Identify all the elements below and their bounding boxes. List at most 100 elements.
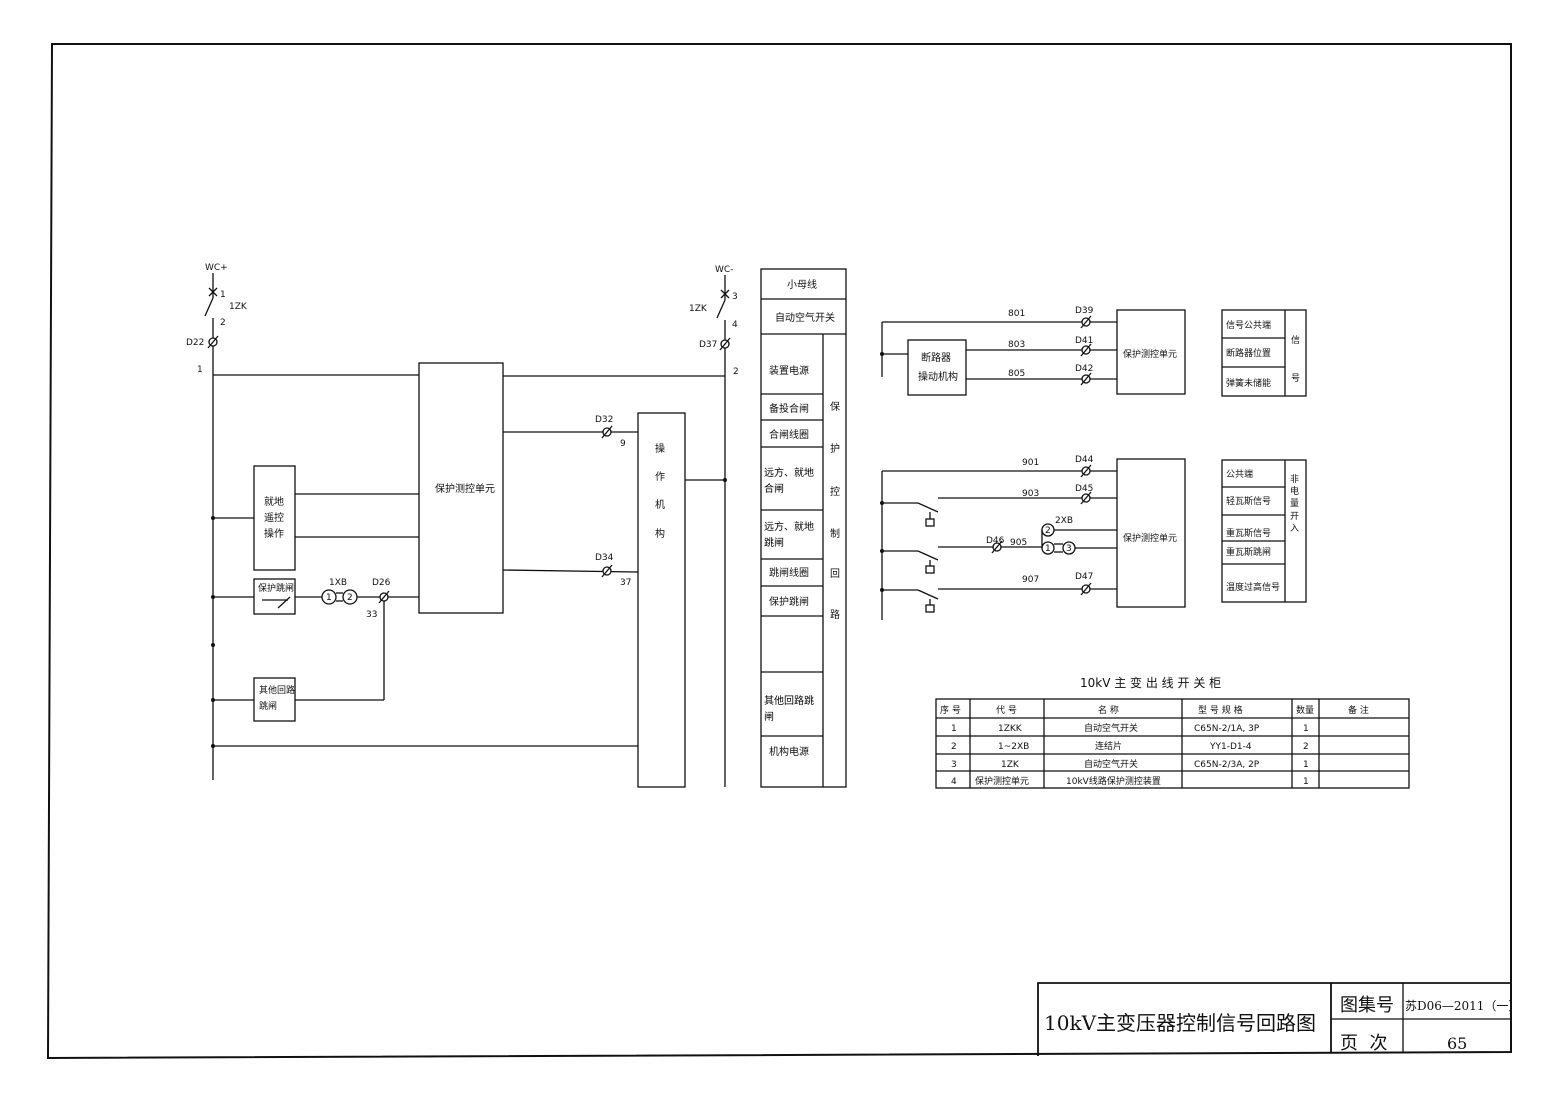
signal-row-2: 弹簧未储能 <box>1226 377 1271 389</box>
eq-r2-c4: 1 <box>1303 760 1309 770</box>
wire-801: 801 <box>1008 309 1025 319</box>
side-function-table: 小母线 自动空气开关 装置电源 备投合闸 合闸线圈 远方、就地合闸 远方、就地跳… <box>760 268 847 788</box>
protection-unit-box <box>418 362 504 614</box>
side-row-8: 保护跳闸 <box>769 595 809 608</box>
protection-trip-label: 保护跳闸 <box>258 582 294 594</box>
eq-r1-c3: YY1-D1-4 <box>1209 742 1252 752</box>
d32-pin-label: 9 <box>620 439 626 449</box>
breaker-mechanism-box <box>907 339 967 396</box>
signal-group-char-0: 信 <box>1291 334 1300 346</box>
term-d39: D39 <box>1075 306 1094 316</box>
term-d47: D47 <box>1075 572 1093 582</box>
nonelec-row-0: 公共端 <box>1226 468 1253 480</box>
drawing-title: 10kV主变压器控制信号回路图 <box>1044 1011 1316 1035</box>
mechanism-char-4: 构 <box>655 527 665 540</box>
eq-r2-c0: 3 <box>951 760 957 770</box>
page-number: 65 <box>1447 1034 1467 1053</box>
d37-label: D37 <box>699 340 717 350</box>
local-remote-op-line3: 操作 <box>264 527 284 540</box>
nonelec-group-char-4: 入 <box>1290 523 1299 534</box>
eq-r3-c0: 4 <box>951 777 957 787</box>
xb2-circle-3-label: 3 <box>1066 544 1072 554</box>
other-trip-line1: 其他回路 <box>259 684 295 696</box>
side-row-11: 机构电源 <box>769 745 809 758</box>
other-trip-line2: 跳闸 <box>259 700 277 712</box>
nonelec-group-char-0: 非 <box>1290 473 1299 485</box>
wire-901: 901 <box>1022 458 1039 468</box>
eq-header-2: 名 称 <box>1098 704 1119 716</box>
term-d45: D45 <box>1075 484 1093 494</box>
signal-row-0: 信号公共端 <box>1226 319 1271 331</box>
eq-r2-c3: C65N-2/3A, 2P <box>1194 760 1260 770</box>
d26-label: D26 <box>372 578 391 588</box>
xb2-circle-1-label: 1 <box>1045 544 1051 554</box>
term-d44: D44 <box>1075 455 1094 465</box>
switch-1zk-left-label: 1ZK <box>229 302 248 312</box>
eq-r0-c1: 1ZKK <box>998 724 1023 734</box>
wc-plus-label: WC+ <box>205 263 228 273</box>
nonelec-row-2: 重瓦斯信号 <box>1226 527 1271 539</box>
eq-r2-c2: 自动空气开关 <box>1084 758 1138 770</box>
side-group-char-0: 保 <box>830 400 840 413</box>
eq-header-4: 数量 <box>1296 704 1314 716</box>
d26-pin-label: 33 <box>366 610 377 620</box>
nonelec-row-3: 重瓦斯跳闸 <box>1226 546 1271 558</box>
nonelec-protection-unit-label: 保护测控单元 <box>1123 532 1177 544</box>
equipment-table-caption: 10kV 主 变 出 线 开 关 柜 <box>1080 675 1221 690</box>
operation-mechanism-box <box>637 412 686 788</box>
eq-r2-c1: 1ZK <box>1001 760 1020 770</box>
side-row-10: 其他回路跳闸 <box>764 696 814 723</box>
mechanism-char-2: 作 <box>655 471 665 483</box>
wire-907: 907 <box>1022 575 1039 585</box>
local-remote-op-line2: 遥控 <box>264 511 284 524</box>
protection-unit-label: 保护测控单元 <box>435 482 495 495</box>
d22-pin-label: 1 <box>197 365 203 375</box>
eq-r0-c4: 1 <box>1303 724 1309 734</box>
eq-r3-c1: 保护测控单元 <box>975 775 1029 787</box>
side-row-1: 自动空气开关 <box>775 311 835 324</box>
equipment-table: 10kV 主 变 出 线 开 关 柜 序 号 代 号 名 称 型 号 规 格 数… <box>935 675 1410 789</box>
side-row-4: 合闸线圈 <box>769 428 809 441</box>
side-row-6: 远方、就地跳闸 <box>764 522 814 549</box>
atlas-number-label: 图集号 <box>1340 995 1394 1016</box>
xb1-circle-1 <box>321 589 337 605</box>
local-remote-op-line1: 就地 <box>264 495 284 508</box>
side-row-0: 小母线 <box>787 278 817 291</box>
nonelec-protection-unit-box <box>1116 458 1186 608</box>
title-block: 10kV主变压器控制信号回路图 图集号 苏D06—2011（一） 页 次 65 <box>1037 982 1520 1056</box>
wc-minus-label: WC- <box>715 265 733 275</box>
side-row-3: 备投合闸 <box>769 402 809 415</box>
d34-label: D34 <box>595 553 614 563</box>
page-label: 页 次 <box>1340 1033 1387 1054</box>
mechanism-char-3: 机 <box>655 498 665 511</box>
side-row-7: 跳闸线圈 <box>769 566 809 579</box>
pin-3-label: 3 <box>732 292 738 302</box>
eq-r1-c4: 2 <box>1303 742 1309 752</box>
signal-protection-unit-label: 保护测控单元 <box>1123 348 1177 360</box>
xb1-label: 1XB <box>329 578 347 588</box>
signal-row-1: 断路器位置 <box>1226 347 1271 359</box>
signal-circuit: 断路器 操动机构 801 803 805 D39 D41 D42 保护测控单元 … <box>880 306 1307 397</box>
side-row-5: 远方、就地合闸 <box>764 468 814 495</box>
xb1-circle-2-label: 2 <box>347 593 353 603</box>
side-row-2: 装置电源 <box>769 364 809 377</box>
eq-r3-c4: 1 <box>1303 777 1309 787</box>
side-group-char-2: 控 <box>830 485 840 498</box>
eq-header-5: 备 注 <box>1348 704 1369 716</box>
term-d41: D41 <box>1075 336 1093 346</box>
wire-903: 903 <box>1022 489 1039 499</box>
pin-4-label: 4 <box>732 320 738 330</box>
eq-r1-c0: 2 <box>951 742 957 752</box>
side-group-char-5: 路 <box>830 608 840 621</box>
nonelec-group-char-3: 开 <box>1290 511 1299 522</box>
eq-r0-c3: C65N-2/1A, 3P <box>1194 724 1260 734</box>
d34-pin-label: 37 <box>620 578 631 588</box>
term-d46: D46 <box>986 536 1005 546</box>
eq-header-0: 序 号 <box>940 704 961 716</box>
d22-label: D22 <box>186 338 204 348</box>
nonelec-group-char-1: 电 <box>1290 485 1299 497</box>
wire-803: 803 <box>1008 340 1025 350</box>
protection-trip-box <box>253 578 296 615</box>
xb2-label: 2XB <box>1055 516 1073 526</box>
